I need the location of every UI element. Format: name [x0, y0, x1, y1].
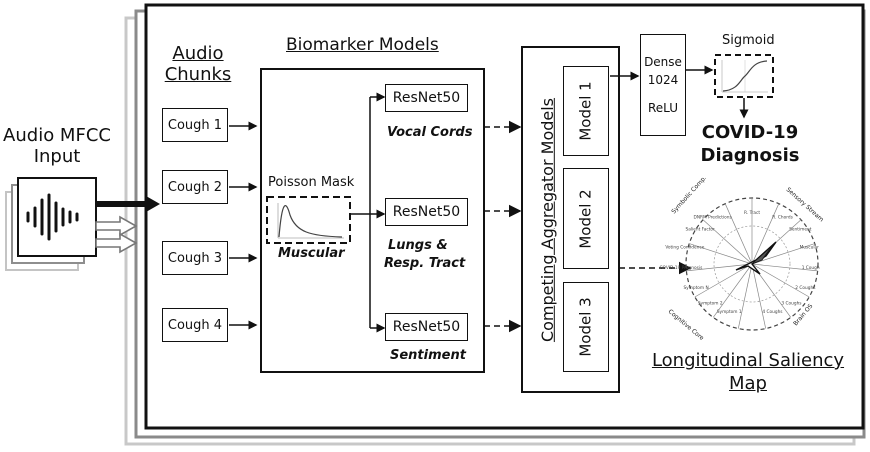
sigmoid-curve-plot — [721, 60, 768, 93]
dense-layer-box: Dense 1024 ReLU — [640, 34, 686, 136]
radar-spoke-label: Symptom 1 — [717, 309, 742, 315]
aggregator-title: Competing Aggregator Models — [537, 97, 557, 343]
resnet50-vocal-box: ResNet50 — [385, 84, 468, 112]
poisson-mask-box — [266, 196, 351, 244]
covid-diagnosis-line2: Diagnosis — [700, 145, 800, 167]
resnet50-sentiment-box: ResNet50 — [385, 313, 468, 341]
poisson-curve-plot — [277, 203, 344, 239]
relu-label: ReLU — [647, 101, 679, 115]
input-title: Audio MFCC Input — [2, 125, 112, 167]
bracket-lines — [350, 97, 371, 328]
radar-spoke-label: 1 Cough — [802, 265, 820, 271]
cough-1-box: Cough 1 — [162, 108, 228, 142]
radar-spoke-label: Sentiment — [789, 227, 812, 233]
lungs-label: Lungs & Resp. Tract — [384, 237, 465, 273]
radar-spoke — [751, 203, 780, 265]
radar-spoke — [751, 243, 815, 265]
radar-spoke-label: Symptom 2 — [698, 301, 723, 307]
saliency-title-line1: Longitudinal Saliency — [651, 350, 845, 371]
radar-spoke-label: 4 Coughs — [762, 309, 783, 315]
radar-saliency-shape — [735, 241, 777, 275]
lungs-label-line2: Resp. Tract — [384, 256, 466, 272]
radar-spoke — [686, 263, 753, 272]
input-grey-arrows — [95, 215, 138, 254]
model-2-box: Model 2 — [563, 168, 609, 269]
aggregator-box — [521, 46, 620, 393]
radar-spoke-label: COVID-19 Prognosis — [660, 265, 704, 271]
sigmoid-label: Sigmoid — [722, 33, 775, 48]
radar-spoke — [751, 263, 767, 329]
input-main-arrowhead — [146, 196, 160, 212]
saliency-title-line2: Map — [729, 372, 767, 394]
vocal-cords-label: Vocal Cords — [387, 125, 473, 140]
muscular-label: Muscular — [278, 246, 345, 261]
cough-3-box: Cough 3 — [162, 241, 228, 275]
radar-spoke-label: R. Tract — [744, 210, 760, 216]
radar-spoke — [737, 263, 753, 329]
radar-spoke — [751, 263, 810, 298]
input-title-line1: Audio MFCC — [3, 125, 111, 146]
cough-arrows — [229, 121, 258, 330]
resnet-arrows — [370, 92, 386, 333]
audio-chunks-title-line2: Chunks — [164, 63, 232, 85]
radar-spoke — [712, 263, 753, 318]
model-3-box: Model 3 — [563, 282, 609, 372]
dense-units-label: 1024 — [647, 73, 679, 87]
cough-4-box: Cough 4 — [162, 308, 228, 342]
model-2-label: Model 2 — [577, 188, 596, 249]
model-3-label: Model 3 — [577, 297, 596, 357]
outer-frame — [144, 3, 865, 430]
radar-spoke-label: Salient Factor — [685, 227, 715, 233]
radar-spoke — [689, 243, 753, 265]
radar-spoke — [702, 219, 753, 265]
radar-spoke-label: Muscular — [800, 245, 820, 251]
audio-chunks-title-line1: Audio — [172, 43, 224, 64]
audio-chunks-title: Audio Chunks — [160, 43, 236, 85]
sentiment-label: Sentiment — [390, 348, 466, 363]
cough-2-box: Cough 2 — [162, 170, 228, 204]
saliency-map-title: Longitudinal Saliency Map — [650, 350, 846, 395]
dense-label: Dense — [644, 55, 682, 69]
biomarker-models-box — [260, 68, 485, 373]
resnet50-lungs-box: ResNet50 — [385, 198, 468, 226]
biomarker-models-title: Biomarker Models — [286, 35, 439, 55]
radar-spoke — [724, 203, 753, 265]
radar-spoke-label: Symptom N — [683, 285, 708, 291]
radar-spoke-label: R. Chords — [772, 214, 793, 220]
covid-diagnosis-line1: COVID-19 — [701, 122, 799, 143]
radar-spoke — [694, 263, 753, 298]
radar-saliency-shape-inner — [751, 245, 773, 265]
radar-inner-ring — [713, 225, 791, 303]
poisson-mask-label: Poisson Mask — [268, 175, 355, 190]
radar-spoke — [751, 263, 818, 272]
radar-spoke-label: 3 Coughs — [781, 301, 802, 307]
covid-diagnosis-output: COVID-19 Diagnosis — [700, 121, 800, 168]
radar-spoke-label: DNRM Predictions — [694, 214, 733, 220]
lungs-label-line1: Lungs & — [388, 238, 448, 253]
dashed-arrows-to-aggregator — [484, 120, 522, 333]
radar-spoke-label: Voting Confidence — [665, 245, 704, 251]
model-1-box: Model 1 — [563, 66, 609, 156]
model-1-label: Model 1 — [577, 81, 596, 141]
waveform-icon — [26, 193, 79, 241]
input-title-line2: Input — [33, 145, 81, 167]
radar-spoke-label: 2 Coughs — [795, 285, 816, 291]
